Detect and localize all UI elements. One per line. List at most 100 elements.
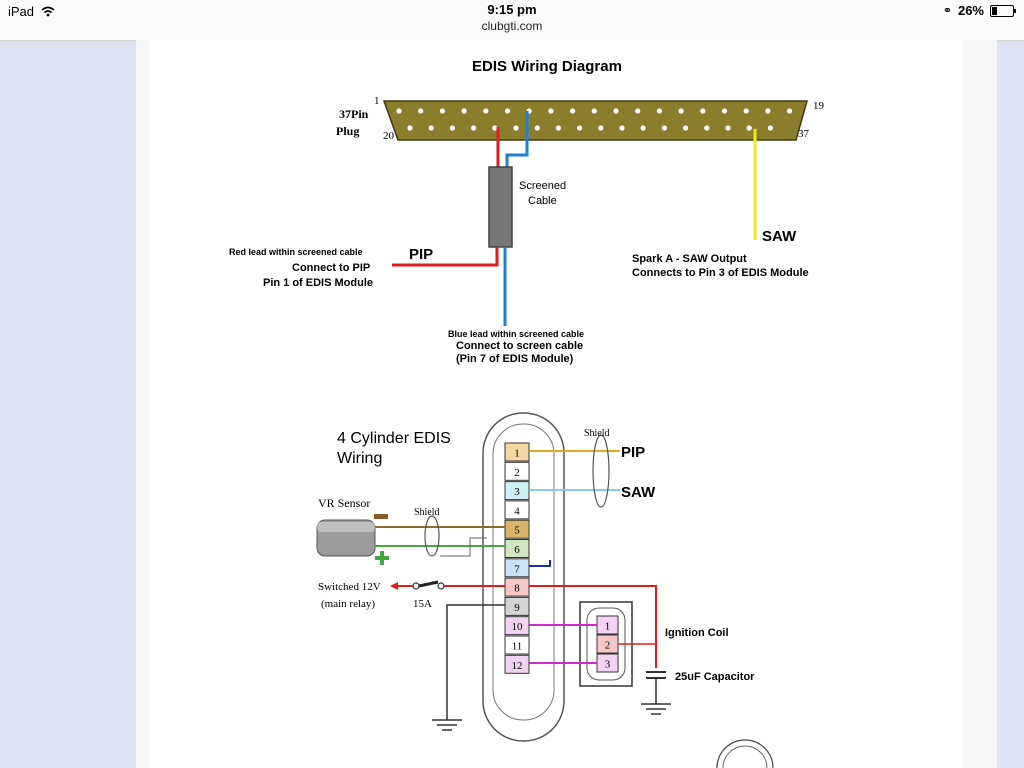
page-url[interactable]: clubgti.com: [481, 19, 543, 33]
status-bar: iPad 9:15 pm clubgti.com ⚭ 26%: [0, 0, 1024, 41]
fuse-terminal-left: [412, 582, 420, 590]
plug-pin: [428, 125, 434, 131]
connector-pin-2: [504, 461, 530, 481]
plug-pin: [570, 108, 576, 114]
shield-left-loop: [424, 515, 440, 557]
wifi-icon: [41, 5, 55, 20]
pin-1-label: 1: [374, 95, 380, 107]
pin-20-label: 20: [383, 130, 395, 142]
connector-pin-label: 2: [514, 467, 520, 479]
red-wire-pip: [392, 247, 499, 267]
saw-label: SAW: [762, 228, 797, 245]
plug-pin: [640, 125, 646, 131]
diagram1-title: EDIS Wiring Diagram: [472, 58, 622, 75]
plug-pin: [787, 108, 793, 114]
plug-pin: [683, 125, 689, 131]
shield-drain-wire: [440, 537, 487, 557]
plug-pin: [548, 108, 554, 114]
connector-pin-label: 5: [514, 525, 520, 537]
vr-minus-icon: [374, 514, 388, 519]
screened-cable: [488, 166, 513, 248]
switched-12v-label: Switched 12V: [318, 581, 381, 593]
plug-pin: [534, 125, 540, 131]
fuse-label: 15A: [413, 598, 432, 610]
pin9-ground-wire: [446, 604, 505, 720]
status-left: iPad: [8, 4, 55, 20]
partial-symbol-inner: [722, 745, 768, 768]
plug-pin: [704, 125, 710, 131]
status-right: ⚭ 26%: [942, 3, 1016, 18]
saw-desc-line1: Spark A - SAW Output: [632, 253, 747, 265]
connector-pin-5: [504, 519, 530, 539]
plug-pin: [765, 108, 771, 114]
plug-label-line2: Plug: [336, 124, 359, 138]
plug-pins: [396, 108, 793, 131]
plug-pin: [725, 125, 731, 131]
connector-pin-label: 9: [514, 602, 520, 614]
plug-pin: [678, 108, 684, 114]
connector-pin-label: 12: [512, 660, 523, 672]
pip-output-label: PIP: [621, 444, 645, 461]
saw-output-label: SAW: [621, 484, 656, 501]
orientation-lock-icon: ⚭: [942, 5, 952, 17]
fuse-terminal-right: [437, 582, 445, 590]
arrow-left-icon: [390, 582, 398, 590]
ground-symbol-left-icon: [432, 719, 462, 731]
plug-pin: [635, 108, 641, 114]
connector-pin-11: [504, 635, 530, 655]
connector-pin-label: 1: [514, 448, 520, 460]
plug-pin: [743, 108, 749, 114]
connector-pin-label: 7: [514, 563, 520, 575]
plug-pin: [396, 108, 402, 114]
device-name: iPad: [8, 4, 35, 19]
main-relay-label: (main relay): [321, 598, 375, 610]
blue-desc-line3: (Pin 7 of EDIS Module): [456, 353, 574, 365]
plug-connector: [382, 100, 808, 141]
vr-plus-icon: [375, 551, 389, 565]
diagram2-title-line1: 4 Cylinder EDIS: [337, 430, 451, 447]
plug-pin: [555, 125, 562, 131]
connector-pin-8: [504, 577, 530, 597]
plug-pin: [661, 125, 668, 131]
capacitor-label: 25uF Capacitor: [675, 671, 755, 683]
blue-desc-line2: Connect to screen cable: [456, 340, 583, 352]
plug-pin: [656, 108, 663, 114]
plug-pin: [746, 125, 752, 131]
shield-top-label: Shield: [584, 428, 610, 439]
connector-pin-9: [504, 596, 530, 616]
connector-pin-label: 10: [512, 621, 524, 633]
plug-pin: [619, 125, 625, 131]
diagram2-title-line2: Wiring: [337, 450, 382, 467]
plug-pin: [577, 125, 583, 131]
plug-pin: [449, 125, 455, 131]
battery-percent: 26%: [957, 3, 984, 18]
plug-label-line1: 37Pin: [339, 107, 369, 121]
cable-label-line1: Screened: [519, 180, 566, 192]
blue-desc-line1: Blue lead within screened cable: [448, 329, 584, 339]
connector-pin-label: 6: [514, 544, 520, 556]
plug-pin: [767, 125, 774, 131]
coil-pin-label: 3: [605, 659, 611, 671]
connector-pin-12: [504, 654, 530, 674]
edis-module-inner: [492, 423, 555, 721]
vr-sensor-highlight: [317, 522, 375, 532]
connector-pin-label: 11: [512, 641, 523, 653]
shield-top-loop: [592, 434, 610, 508]
battery-icon: [990, 4, 1016, 17]
plug-pin: [418, 108, 424, 114]
plug-pin: [513, 125, 519, 131]
connector-pin-label: 3: [514, 486, 520, 498]
connector-pin-4: [504, 500, 530, 520]
ignition-coil-label: Ignition Coil: [665, 627, 729, 639]
plug-pin: [598, 125, 604, 131]
red-desc-line2: Connect to PIP: [292, 262, 370, 274]
address-area[interactable]: 9:15 pm clubgti.com: [0, 2, 1024, 34]
plug-pin: [721, 108, 728, 114]
plug-pin: [591, 108, 597, 114]
connector-pin-6: [504, 539, 530, 558]
cable-label-line2: Cable: [528, 195, 557, 207]
coil-pin-label: 1: [605, 621, 611, 633]
capacitor-icon: [641, 671, 671, 715]
